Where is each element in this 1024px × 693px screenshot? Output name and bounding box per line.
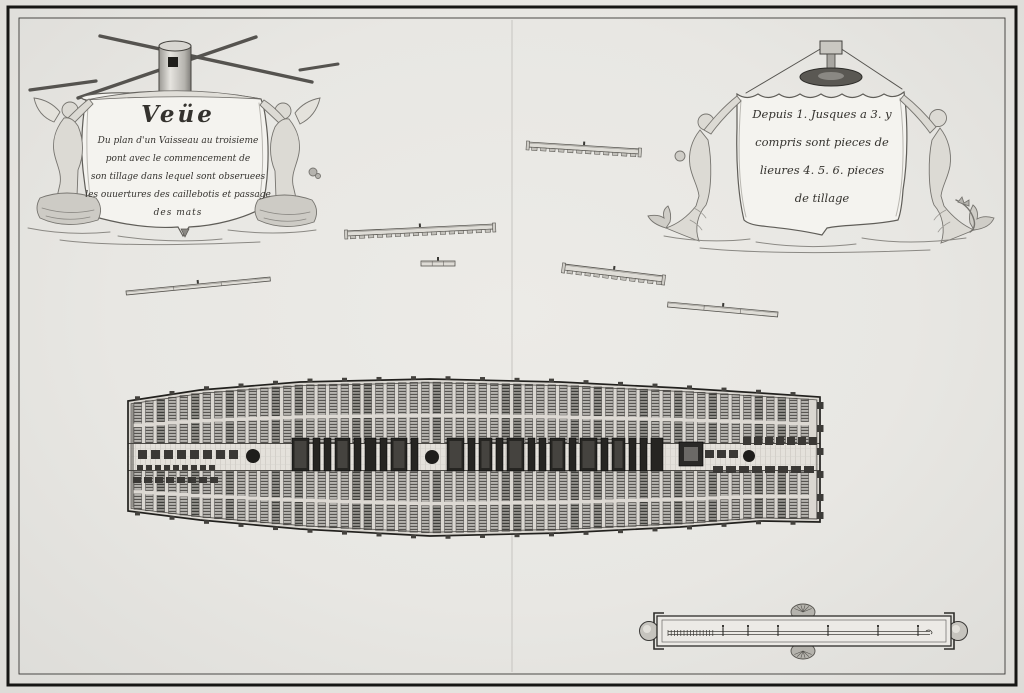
deck-gratings — [128, 381, 820, 534]
timber-number-mark — [613, 265, 616, 270]
timber-piece — [525, 140, 642, 158]
deck-plan — [127, 376, 824, 539]
timber-piece — [420, 257, 456, 267]
right-banner — [736, 90, 908, 236]
hatch-opening — [467, 437, 476, 472]
timber-piece — [344, 222, 497, 240]
hatch-opening — [628, 437, 637, 472]
hatch-opening — [650, 437, 664, 472]
frame-bracket — [653, 612, 664, 623]
hatch-opening — [364, 437, 377, 472]
timber-piece — [561, 262, 666, 286]
mast-hole — [246, 449, 260, 463]
left-cartouche-figure — [27, 34, 340, 246]
right-waves — [663, 235, 967, 254]
triton-left-figure — [647, 95, 742, 242]
timber-number-mark — [418, 223, 421, 228]
hatch-opening — [527, 437, 536, 472]
left-waves — [27, 227, 317, 246]
left-banner — [81, 90, 269, 238]
pulley-figure — [799, 40, 863, 87]
hatch-opening — [353, 437, 362, 472]
scale-bar — [639, 603, 968, 660]
putto-left-figure — [33, 97, 101, 225]
hatch-opening — [538, 437, 547, 472]
hatch-opening — [323, 437, 332, 472]
timber-number-mark — [583, 141, 586, 146]
timber-number-mark — [196, 279, 199, 284]
hatch-opening — [379, 437, 388, 472]
hatch-opening — [568, 437, 577, 472]
timber-number-mark — [722, 302, 725, 307]
hatch-opening — [600, 437, 609, 472]
hatch-opening — [312, 437, 321, 472]
timber-piece — [125, 276, 271, 296]
frame-bracket — [653, 639, 664, 650]
outer-border — [6, 5, 1018, 687]
mast-hole — [743, 450, 755, 462]
inner-border — [18, 17, 1006, 675]
hatch-opening — [495, 437, 504, 472]
frame-bracket — [944, 639, 955, 650]
timber-piece — [667, 301, 779, 318]
triton-right-figure — [899, 94, 995, 244]
frame-bracket — [944, 612, 955, 623]
timber-pieces — [125, 140, 779, 318]
shell-ornament — [790, 642, 816, 660]
putto-right-figure — [254, 97, 321, 227]
hatch-opening — [639, 437, 648, 472]
hatch-opening — [410, 437, 419, 472]
right-cartouche-figure — [647, 40, 995, 254]
timber-number-mark — [437, 257, 439, 261]
mast-hole — [425, 450, 439, 464]
